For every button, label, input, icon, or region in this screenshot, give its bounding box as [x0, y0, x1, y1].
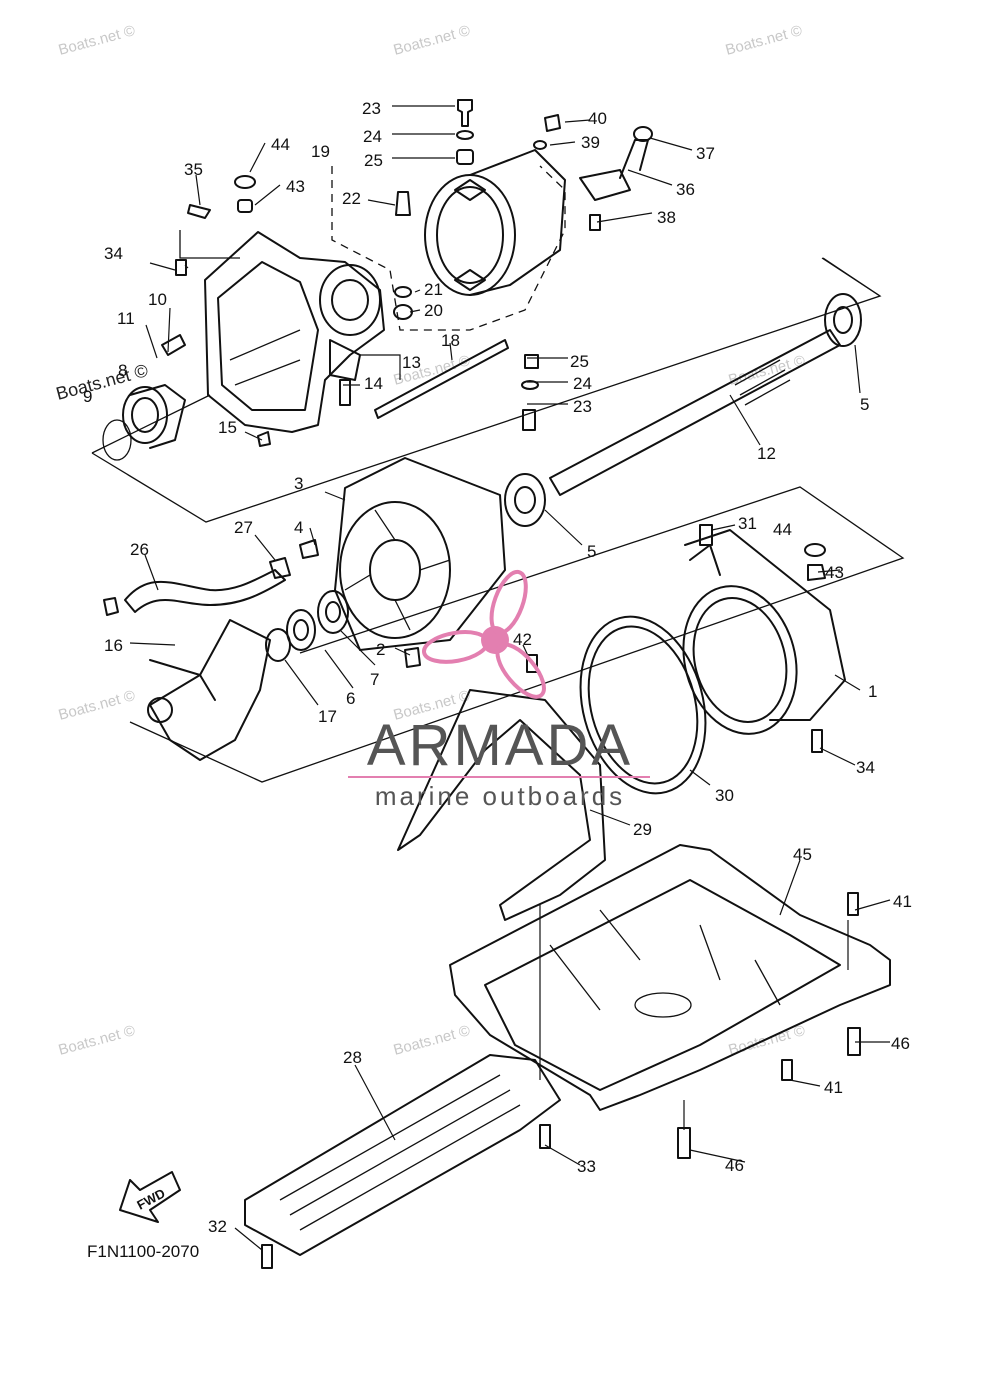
- hose: [124, 569, 286, 613]
- subassembly-19-boundary: [331, 165, 566, 331]
- callout-34: 34: [856, 758, 875, 777]
- callout-43: 43: [825, 563, 844, 582]
- watermark-text-dark: Boats.net ©: [54, 360, 150, 404]
- callout-labels: 1234556789101112131415161718192021222323…: [83, 99, 912, 1236]
- callout-9: 9: [83, 387, 92, 406]
- callout-15: 15: [218, 418, 237, 437]
- watermark-text: Boats.net ©: [724, 22, 804, 59]
- drive-shaft: [374, 329, 841, 496]
- callout-12: 12: [757, 444, 776, 463]
- callout-8: 8: [118, 361, 127, 380]
- watermark-text: Boats.net ©: [57, 22, 137, 59]
- assembly-frames: [91, 230, 905, 783]
- hardware: [103, 99, 861, 1269]
- callout-41: 41: [824, 1078, 843, 1097]
- stern-bracket: [397, 689, 606, 921]
- callout-29: 29: [633, 820, 652, 839]
- fwd-arrow: FWD: [119, 1171, 181, 1223]
- callout-5: 5: [860, 395, 869, 414]
- callout-46: 46: [725, 1156, 744, 1175]
- nozzle-assembly: [579, 529, 846, 795]
- callout-27: 27: [234, 518, 253, 537]
- steering-link: [579, 126, 653, 201]
- grate-plate: [244, 1054, 561, 1256]
- callout-5: 5: [587, 542, 596, 561]
- intake-elbow: [102, 384, 186, 461]
- armada-watermark: ARMADA marine outboards: [348, 569, 650, 811]
- callout-40: 40: [588, 109, 607, 128]
- callout-11: 11: [117, 309, 135, 328]
- callout-33: 33: [577, 1157, 596, 1176]
- watermark-text: Boats.net ©: [57, 687, 137, 724]
- callout-4: 4: [294, 518, 303, 537]
- brand-name: ARMADA: [367, 713, 633, 778]
- ride-plate: [449, 844, 891, 1111]
- callout-35: 35: [184, 160, 203, 179]
- steering-nozzle-ring: [424, 149, 566, 296]
- callout-1: 1: [868, 682, 877, 701]
- callout-22: 22: [342, 189, 361, 208]
- callout-24: 24: [363, 127, 382, 146]
- callout-24: 24: [573, 374, 592, 393]
- callout-17: 17: [318, 707, 337, 726]
- callout-30: 30: [715, 786, 734, 805]
- callout-20: 20: [424, 301, 443, 320]
- callout-32: 32: [208, 1217, 227, 1236]
- watermark-text: Boats.net ©: [392, 1022, 472, 1059]
- callout-23: 23: [573, 397, 592, 416]
- callout-25: 25: [364, 151, 383, 170]
- site-watermarks: Boats.net © Boats.net © Boats.net © Boat…: [54, 22, 807, 1059]
- impeller-housing: [334, 457, 506, 651]
- watermark-text: Boats.net ©: [727, 1022, 807, 1059]
- bearings: [504, 293, 862, 527]
- callout-16: 16: [104, 636, 123, 655]
- callout-41: 41: [893, 892, 912, 911]
- impeller: [147, 619, 271, 761]
- propeller-logo: [422, 569, 546, 699]
- callout-3: 3: [294, 474, 303, 493]
- callout-7: 7: [370, 670, 379, 689]
- callout-28: 28: [343, 1048, 362, 1067]
- watermark-text: Boats.net ©: [57, 1022, 137, 1059]
- callout-44: 44: [271, 135, 290, 154]
- callout-13: 13: [402, 353, 421, 372]
- callout-14: 14: [364, 374, 383, 393]
- callout-10: 10: [148, 290, 167, 309]
- callout-19: 19: [311, 142, 330, 161]
- leader-lines: [129, 105, 891, 1251]
- callout-46: 46: [891, 1034, 910, 1053]
- callout-26: 26: [130, 540, 149, 559]
- callout-23: 23: [362, 99, 381, 118]
- callout-25: 25: [570, 352, 589, 371]
- callout-45: 45: [793, 845, 812, 864]
- callout-2: 2: [376, 640, 385, 659]
- callout-43: 43: [286, 177, 305, 196]
- callout-39: 39: [581, 133, 600, 152]
- callout-21: 21: [424, 280, 443, 299]
- callout-42: 42: [513, 630, 532, 649]
- callout-37: 37: [696, 144, 715, 163]
- callout-44: 44: [773, 520, 792, 539]
- callout-38: 38: [657, 208, 676, 227]
- callout-34: 34: [104, 244, 123, 263]
- callout-6: 6: [346, 689, 355, 708]
- diagram-code: F1N1100-2070: [87, 1242, 199, 1261]
- intake-housing: [204, 231, 385, 433]
- seals-and-washers: [265, 590, 349, 662]
- callout-18: 18: [441, 331, 460, 350]
- watermark-text: Boats.net ©: [392, 22, 472, 59]
- brand-tagline: marine outboards: [375, 781, 625, 811]
- callout-31: 31: [738, 514, 757, 533]
- callout-36: 36: [676, 180, 695, 199]
